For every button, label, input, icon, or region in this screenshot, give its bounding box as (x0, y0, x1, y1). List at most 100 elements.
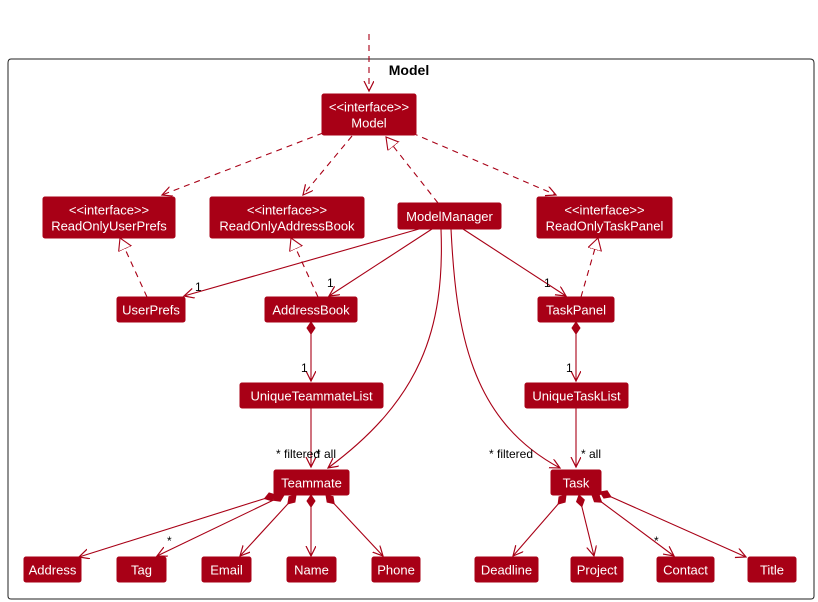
edge-task-to-contact (592, 495, 674, 556)
class-box (286, 556, 337, 583)
stereotype-label: <<interface>> (329, 100, 409, 115)
class-node-contact[interactable]: Contact (656, 556, 715, 583)
class-name-label: UniqueTeammateList (250, 389, 373, 404)
edge-task-to-title (600, 492, 746, 557)
class-node-ro-userprefs[interactable]: <<interface>>ReadOnlyUserPrefs (42, 196, 176, 239)
class-node-email[interactable]: Email (201, 556, 252, 583)
class-node-model[interactable]: <<interface>>Model (321, 93, 417, 136)
class-box (116, 556, 167, 583)
class-box (42, 196, 176, 239)
edge-modelmanager-to-taskpanel (462, 228, 566, 296)
package-title: Model (389, 62, 429, 78)
class-node-deadline[interactable]: Deadline (474, 556, 539, 583)
class-node-uniquetasklist[interactable]: UniqueTaskList (524, 382, 629, 409)
edge-taskpanel-realizes-ro-taskpanel (580, 238, 598, 298)
class-node-userprefs[interactable]: UserPrefs (116, 296, 186, 323)
class-node-phone[interactable]: Phone (371, 556, 421, 583)
class-box (537, 296, 615, 323)
multiplicity-label-uniqueteammatelist-to-teammate: * all (316, 447, 336, 461)
edge-teammate-to-email (240, 495, 296, 556)
class-name-label: Contact (663, 563, 708, 578)
edge-labels: 1 1 1 * filtered * filtered 1 1 * all * all * * (167, 276, 659, 548)
class-box (371, 556, 421, 583)
edge-task-to-project (579, 495, 594, 556)
class-box (570, 556, 624, 583)
class-node-addressbook[interactable]: AddressBook (264, 296, 358, 323)
edge-task-to-deadline (513, 495, 566, 556)
class-name-label: Phone (377, 563, 415, 578)
edge-modelmanager-to-userprefs (184, 228, 420, 296)
class-name-label: UserPrefs (122, 303, 180, 318)
class-name-label: Model (351, 116, 387, 131)
edge-teammate-to-tag (157, 495, 284, 556)
multiplicity-label-teammate-to-tag: * (167, 534, 172, 548)
class-node-title[interactable]: Title (747, 556, 797, 583)
class-node-taskpanel[interactable]: TaskPanel (537, 296, 615, 323)
edge-model-to-ro-userprefs (162, 132, 324, 195)
class-name-label: Deadline (481, 563, 532, 578)
edges (79, 34, 746, 557)
class-name-label: Name (294, 563, 329, 578)
class-name-label: ReadOnlyTaskPanel (546, 219, 664, 234)
class-box (550, 469, 602, 496)
class-name-label: Tag (131, 563, 152, 578)
class-name-label: Address (29, 563, 77, 578)
class-node-uniqueteammatelist[interactable]: UniqueTeammateList (239, 382, 384, 409)
class-box (116, 296, 186, 323)
multiplicity-label-modelmanager-to-teammate: * filtered (276, 447, 320, 461)
class-name-label: TaskPanel (546, 303, 606, 318)
class-box (524, 382, 629, 409)
class-box (239, 382, 384, 409)
class-name-label: Title (760, 563, 784, 578)
multiplicity-label-modelmanager-to-addressbook: 1 (327, 276, 334, 290)
class-name-label: AddressBook (272, 303, 350, 318)
multiplicity-label-modelmanager-to-userprefs: 1 (195, 280, 202, 294)
edge-model-to-ro-addressbook (303, 135, 353, 195)
edge-modelmanager-to-task (450, 228, 560, 468)
class-node-name[interactable]: Name (286, 556, 337, 583)
class-name-label: ReadOnlyAddressBook (219, 219, 355, 234)
stereotype-label: <<interface>> (247, 203, 327, 218)
multiplicity-label-addressbook-to-uniqueteammatelist: 1 (301, 361, 308, 375)
edge-teammate-to-address (79, 495, 276, 557)
class-node-teammate[interactable]: Teammate (273, 469, 350, 496)
class-box (209, 196, 365, 239)
edge-modelmanager-to-teammate (328, 228, 442, 468)
class-node-address[interactable]: Address (23, 556, 82, 583)
class-node-task[interactable]: Task (550, 469, 602, 496)
edge-teammate-to-phone (326, 495, 383, 556)
edge-modelmanager-to-addressbook (329, 228, 433, 296)
class-node-modelmanager[interactable]: ModelManager (397, 202, 502, 230)
nodes: <<interface>>Model<<interface>>ReadOnlyU… (23, 93, 797, 583)
package-frame (7, 58, 815, 600)
class-node-project[interactable]: Project (570, 556, 624, 583)
class-name-label: Teammate (281, 476, 342, 491)
edge-modelmanager-realizes-model (386, 137, 439, 204)
multiplicity-label-uniquetasklist-to-task: * all (581, 447, 601, 461)
class-box (536, 196, 673, 239)
class-name-label: UniqueTaskList (532, 389, 621, 404)
class-box (264, 296, 358, 323)
stereotype-label: <<interface>> (69, 203, 149, 218)
class-box (747, 556, 797, 583)
class-box (201, 556, 252, 583)
multiplicity-label-modelmanager-to-task: * filtered (489, 447, 533, 461)
multiplicity-label-taskpanel-to-uniquetasklist: 1 (566, 361, 573, 375)
edge-model-to-ro-taskpanel (411, 132, 556, 195)
class-name-label: ModelManager (406, 209, 493, 224)
stereotype-label: <<interface>> (564, 203, 644, 218)
class-box (656, 556, 715, 583)
class-box (23, 556, 82, 583)
edge-addressbook-realizes-ro-addressbook (291, 238, 319, 298)
class-node-ro-addressbook[interactable]: <<interface>>ReadOnlyAddressBook (209, 196, 365, 239)
class-box (273, 469, 350, 496)
class-name-label: Project (577, 563, 618, 578)
class-box (397, 202, 502, 230)
class-node-ro-taskpanel[interactable]: <<interface>>ReadOnlyTaskPanel (536, 196, 673, 239)
multiplicity-label-task-to-contact: * (654, 534, 659, 548)
class-name-label: Task (563, 476, 590, 491)
class-box (474, 556, 539, 583)
multiplicity-label-modelmanager-to-taskpanel: 1 (544, 276, 551, 290)
class-name-label: Email (210, 563, 243, 578)
class-node-tag[interactable]: Tag (116, 556, 167, 583)
